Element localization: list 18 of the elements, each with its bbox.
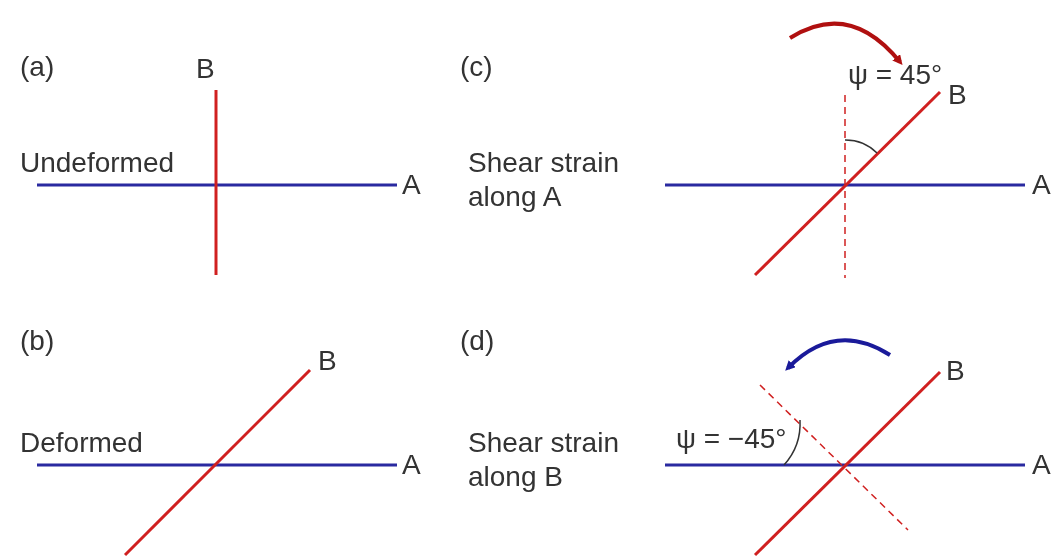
panel-letter: (c) [460, 50, 493, 84]
panel-caption: Shear strain along B [468, 426, 620, 494]
state-label: Deformed [20, 426, 143, 460]
line-label: A [1032, 448, 1051, 482]
panel-caption: Shear strain along A [468, 146, 620, 214]
angle-label: ψ = −45° [676, 422, 787, 456]
state-label: Undeformed [20, 146, 175, 180]
line-label: B [318, 344, 337, 378]
panel-letter: (d) [460, 324, 495, 358]
line-label: B [948, 78, 967, 112]
line-label: A [402, 448, 421, 482]
angle-label: ψ = 45° [848, 58, 943, 92]
line-label: A [402, 168, 421, 202]
panel-letter: (a) [20, 50, 55, 84]
line-label: B [946, 354, 965, 388]
panel-letter: (b) [20, 324, 55, 358]
line-label: B [196, 52, 215, 86]
line-label: A [1032, 168, 1051, 202]
